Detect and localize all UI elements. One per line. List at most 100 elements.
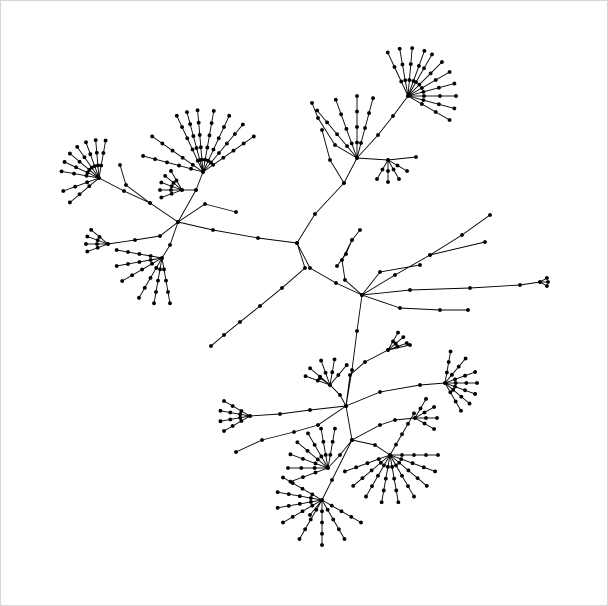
node <box>209 121 214 126</box>
edge <box>392 95 409 117</box>
node <box>406 421 410 426</box>
edge <box>297 441 308 452</box>
edge <box>329 384 341 396</box>
node <box>137 295 141 300</box>
node <box>148 254 153 258</box>
edge <box>290 476 304 483</box>
node <box>308 266 312 270</box>
node <box>300 509 305 514</box>
edge <box>361 294 401 309</box>
node <box>342 181 346 185</box>
node <box>437 85 441 90</box>
node <box>424 483 429 488</box>
node <box>154 290 158 294</box>
node <box>422 410 427 415</box>
node <box>87 167 92 172</box>
node <box>453 377 457 382</box>
node <box>331 517 336 522</box>
node <box>142 285 147 290</box>
node <box>295 440 300 445</box>
node <box>207 133 212 138</box>
node <box>406 94 410 98</box>
edge <box>261 431 295 441</box>
edge <box>153 291 157 304</box>
node <box>386 180 390 184</box>
node <box>342 537 347 541</box>
edge <box>345 391 381 407</box>
edge <box>142 155 156 160</box>
node <box>365 461 370 466</box>
node <box>195 108 200 113</box>
node <box>397 46 402 51</box>
edge <box>356 462 368 468</box>
node <box>344 404 348 408</box>
edge <box>395 465 403 477</box>
node <box>391 114 395 118</box>
edge <box>207 149 214 161</box>
edge <box>421 79 436 89</box>
node <box>467 401 472 406</box>
node <box>518 283 522 287</box>
edge <box>407 80 410 97</box>
node <box>400 62 405 67</box>
node <box>378 460 383 465</box>
node <box>390 464 394 469</box>
edge <box>329 374 339 386</box>
node <box>319 454 324 459</box>
edge <box>150 257 163 261</box>
edge <box>116 249 129 253</box>
node <box>475 381 479 385</box>
edge <box>377 115 394 136</box>
edge <box>234 124 244 135</box>
node <box>320 531 324 536</box>
node <box>334 281 338 285</box>
node <box>424 416 428 420</box>
edge <box>202 159 206 173</box>
node <box>382 463 386 468</box>
edge <box>335 282 363 296</box>
node <box>232 132 237 136</box>
node <box>367 111 371 115</box>
node <box>430 52 434 57</box>
edge <box>123 190 151 204</box>
edge <box>329 159 345 184</box>
node <box>297 537 302 541</box>
node <box>326 466 330 470</box>
edge <box>213 138 220 150</box>
edge <box>197 110 200 123</box>
node <box>106 242 110 246</box>
node <box>414 80 418 85</box>
node <box>95 245 100 250</box>
edge <box>351 330 358 371</box>
node <box>448 349 453 354</box>
node <box>303 266 307 270</box>
edge <box>360 127 366 144</box>
node <box>72 171 76 176</box>
node <box>137 252 142 256</box>
edge <box>429 234 463 256</box>
edge <box>346 145 358 159</box>
node <box>154 266 159 270</box>
edge <box>189 123 194 137</box>
edge <box>296 242 311 269</box>
edge <box>155 280 159 293</box>
node <box>333 97 338 102</box>
edge <box>519 281 541 286</box>
node <box>163 173 168 178</box>
node <box>333 143 337 147</box>
edge <box>223 150 234 159</box>
node <box>545 284 549 288</box>
edge <box>302 472 316 478</box>
edge <box>305 375 318 381</box>
edge <box>150 267 157 279</box>
node <box>248 414 252 418</box>
node <box>77 192 82 197</box>
node <box>403 78 408 83</box>
node <box>140 267 144 272</box>
edge <box>408 64 412 81</box>
edge <box>395 433 403 445</box>
edge <box>379 264 421 273</box>
node <box>67 200 72 205</box>
node <box>451 387 456 392</box>
